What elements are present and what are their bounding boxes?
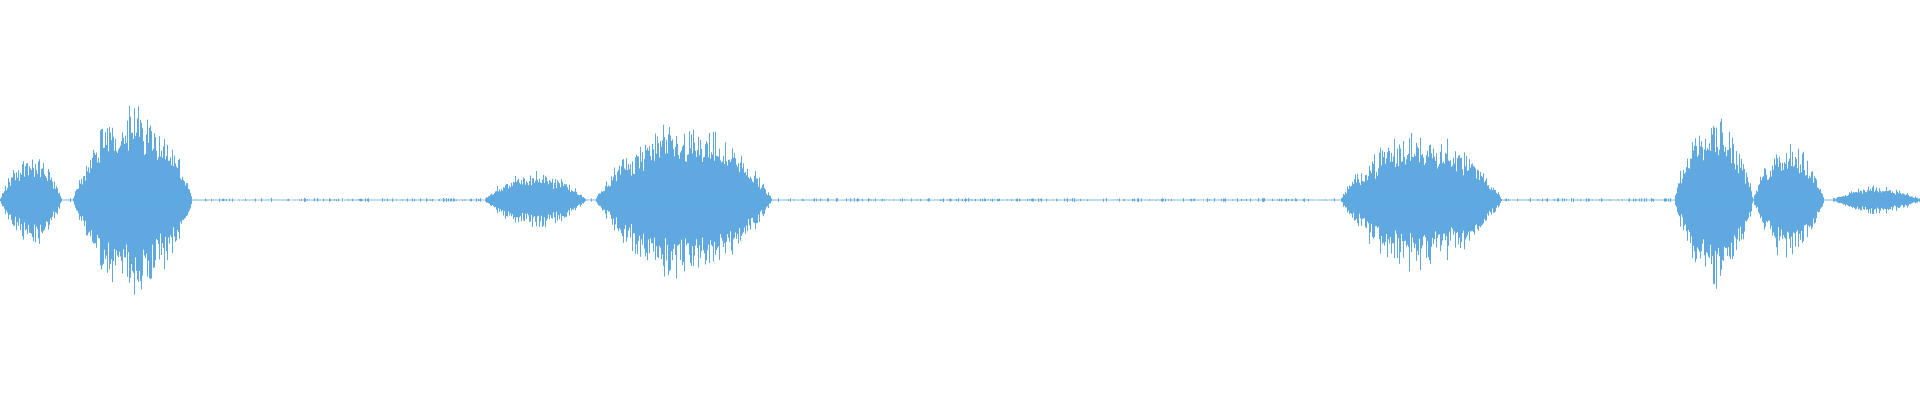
waveform-track [0, 105, 1920, 295]
waveform-path [0, 105, 1920, 295]
